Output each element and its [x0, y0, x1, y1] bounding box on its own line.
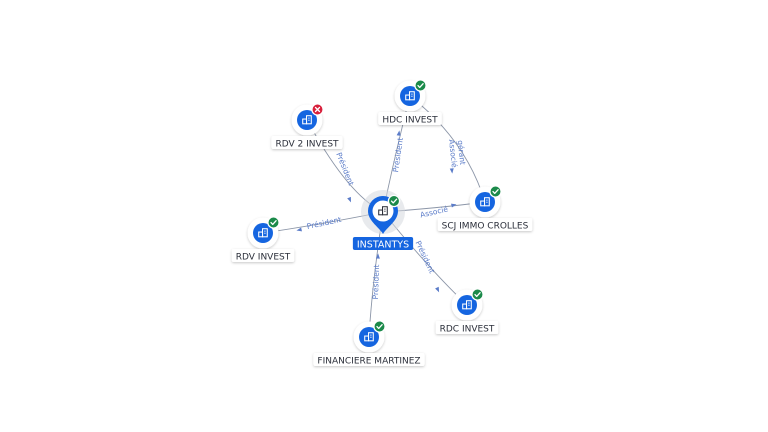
edge-label: Président — [371, 264, 381, 299]
edge-label: Président — [414, 239, 437, 275]
cross-icon — [311, 103, 324, 116]
edge-label: gérantAssocié — [447, 138, 467, 168]
edge-arrow-icon — [435, 286, 440, 293]
center-node-label: INSTANTYS — [352, 237, 414, 250]
node-label: SCJ IMMO CROLLES — [437, 218, 533, 231]
edge-arrow-icon — [347, 196, 351, 203]
node-hdc[interactable]: HDC INVEST — [378, 79, 442, 125]
check-icon — [387, 194, 401, 208]
check-icon — [414, 79, 427, 92]
node-label: RDC INVEST — [435, 321, 499, 334]
node-label-text: HDC INVEST — [382, 115, 438, 125]
node-fin[interactable]: FINANCIERE MARTINEZ — [313, 320, 425, 366]
check-icon — [373, 320, 386, 333]
company-building-icon — [364, 332, 374, 342]
company-building-icon — [302, 115, 312, 125]
edge-label: Président — [391, 137, 405, 173]
node-label: HDC INVEST — [378, 112, 442, 125]
node-rdv2[interactable]: RDV 2 INVEST — [271, 103, 343, 149]
edge-hdc-scj — [409, 95, 486, 203]
nodes-layer: RDV 2 INVEST HDC INVEST SCJ IMMO CROLLES RD… — [231, 79, 533, 366]
edge-label: Associé — [419, 204, 449, 219]
node-label: RDV INVEST — [231, 249, 295, 262]
node-label: RDV 2 INVEST — [271, 136, 343, 149]
node-label-text: RDV INVEST — [236, 252, 291, 262]
edge-arrow-icon — [449, 168, 454, 174]
node-label-text: RDC INVEST — [440, 324, 495, 334]
company-building-icon — [462, 300, 472, 310]
check-icon — [489, 185, 502, 198]
node-label: FINANCIERE MARTINEZ — [313, 353, 425, 366]
node-rdv[interactable]: RDV INVEST — [231, 216, 295, 262]
check-icon — [471, 288, 484, 301]
edge-label: Président — [306, 215, 342, 231]
node-label-text: FINANCIERE MARTINEZ — [317, 356, 420, 366]
company-building-icon — [258, 228, 268, 238]
edge-arrow-icon — [375, 253, 380, 259]
check-icon — [267, 216, 280, 229]
node-rdc[interactable]: RDC INVEST — [435, 288, 499, 334]
company-building-icon — [378, 206, 388, 216]
node-label-text: RDV 2 INVEST — [275, 139, 339, 149]
company-building-icon — [405, 91, 415, 101]
company-building-icon — [480, 197, 490, 207]
node-label-text: INSTANTYS — [357, 239, 409, 250]
edge-arrow-icon — [451, 203, 457, 208]
node-center[interactable]: INSTANTYS — [352, 190, 414, 250]
node-label-text: SCJ IMMO CROLLES — [442, 221, 529, 231]
edge-arrow-icon — [296, 227, 302, 232]
edge-arrow-icon — [396, 130, 401, 136]
node-scj[interactable]: SCJ IMMO CROLLES — [437, 185, 533, 231]
